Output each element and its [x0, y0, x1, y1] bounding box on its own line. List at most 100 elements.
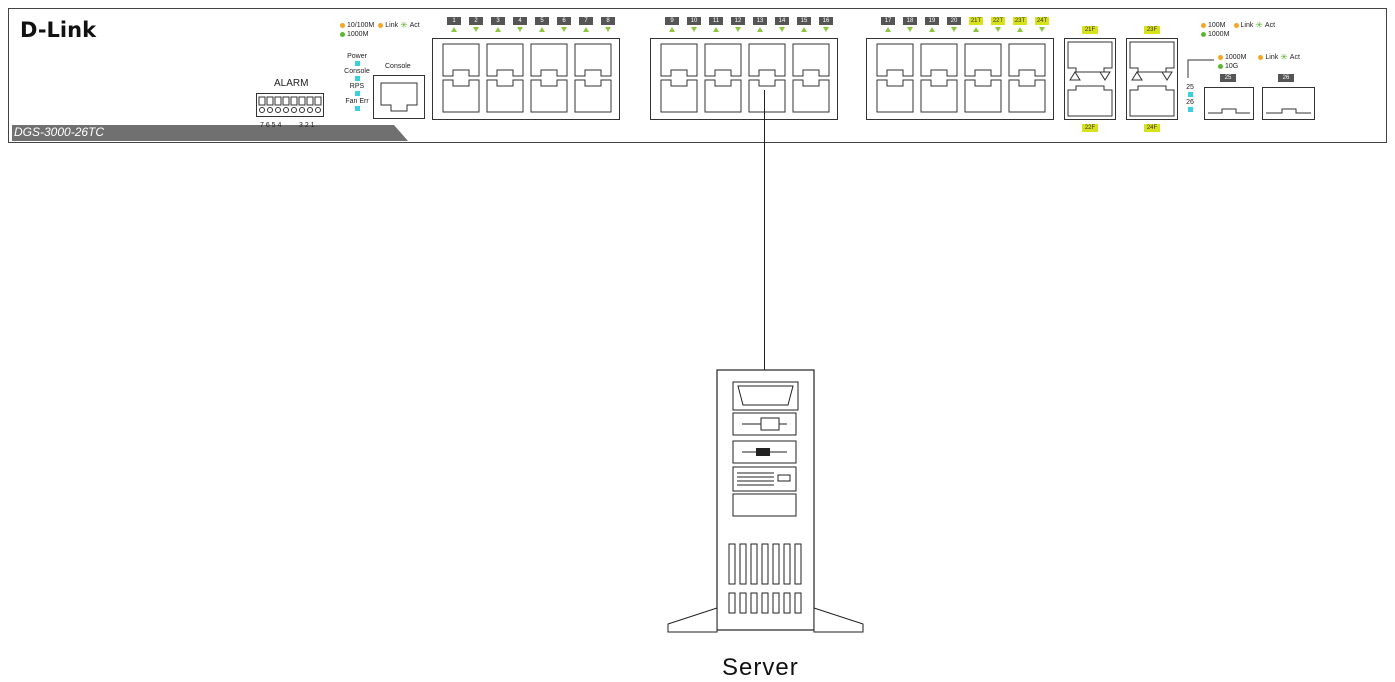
alarm-pin-top	[298, 96, 306, 106]
sfp-led-label-26: 26	[1186, 99, 1194, 106]
rj45-jack-outline	[792, 43, 830, 77]
alarm-pin-screw	[259, 107, 265, 113]
led-legend-combo: 100M Link ✳ Act 1000M	[1201, 20, 1275, 38]
rj45-port-10[interactable]	[660, 79, 698, 113]
power-led	[354, 61, 360, 66]
rj45-port-17[interactable]	[876, 43, 914, 77]
up-arrow-icon	[885, 27, 891, 32]
legend-speed-b: 1000M	[347, 31, 369, 38]
up-arrow-icon	[451, 27, 457, 32]
console-label: Console	[385, 63, 411, 70]
rj45-jack-outline	[442, 43, 480, 77]
down-arrow-icon	[779, 27, 785, 32]
alarm-pin-top	[258, 96, 266, 106]
port-tag-7: 7	[579, 17, 593, 25]
rj45-port-21t[interactable]	[964, 43, 1002, 77]
legend-combo-speed-a: 100M	[1208, 22, 1226, 29]
legend-sfp-link: Link	[1265, 54, 1279, 61]
rj45-port-7[interactable]	[574, 43, 612, 77]
rj45-jack-outline	[748, 43, 786, 77]
rj45-port-3[interactable]	[486, 43, 524, 77]
model-banner	[12, 125, 408, 141]
rj45-port-24t[interactable]	[1008, 79, 1046, 113]
server-vent-slot	[739, 592, 747, 614]
rj45-jack-outline	[530, 79, 568, 113]
alarm-pin-top	[274, 96, 282, 106]
rj45-port-19[interactable]	[920, 43, 958, 77]
server-vent-slot	[761, 592, 769, 614]
server-vent-slot	[772, 543, 780, 585]
server-label: Server	[722, 654, 799, 681]
combo-sfp-block-right	[1126, 38, 1178, 120]
rj45-port-4[interactable]	[486, 79, 524, 113]
rj45-port-12[interactable]	[704, 79, 742, 113]
orange-led-icon	[1258, 55, 1264, 60]
port-tag-22f: 22F	[1082, 124, 1098, 132]
green-led-icon	[340, 32, 345, 37]
orange-led-icon	[378, 23, 384, 28]
server-vent-slot	[772, 592, 780, 614]
rj45-port-8[interactable]	[574, 79, 612, 113]
server-vent-slot	[728, 592, 736, 614]
rj45-port-18[interactable]	[876, 79, 914, 113]
alarm-pin-screw	[299, 107, 305, 113]
model-name: DGS-3000-26TC	[14, 125, 105, 139]
down-arrow-icon	[907, 27, 913, 32]
rj45-port-2[interactable]	[442, 79, 480, 113]
up-arrow-icon	[713, 27, 719, 32]
rj45-port-1[interactable]	[442, 43, 480, 77]
port-tag-17: 17	[881, 17, 895, 25]
port-tag-23f: 23F	[1144, 26, 1160, 34]
rj45-port-14[interactable]	[748, 79, 786, 113]
system-led-column: Power Console RPS Fan Err	[343, 53, 371, 113]
rj45-port-16[interactable]	[792, 79, 830, 113]
port-tag-4: 4	[513, 17, 527, 25]
orange-led-icon	[1218, 55, 1223, 60]
legend-combo-link: Link	[1240, 22, 1254, 29]
sfp-bracket	[1187, 59, 1214, 78]
server-vent-slot	[728, 543, 736, 585]
rj45-port-22t[interactable]	[964, 79, 1002, 113]
network-cable	[764, 90, 765, 370]
rj45-port-13[interactable]	[748, 43, 786, 77]
rj45-jack-outline	[876, 79, 914, 113]
rj45-port-6[interactable]	[530, 79, 568, 113]
down-arrow-icon	[995, 27, 1001, 32]
down-arrow-icon	[823, 27, 829, 32]
rj45-port-15[interactable]	[792, 43, 830, 77]
rj45-jack-outline	[442, 79, 480, 113]
up-arrow-icon	[973, 27, 979, 32]
server-vent-slot	[750, 592, 758, 614]
port-tag-23t: 23T	[1013, 17, 1027, 25]
port-tag-6: 6	[557, 17, 571, 25]
rj45-jack-outline	[920, 79, 958, 113]
orange-led-icon	[1201, 23, 1206, 28]
rj45-jack-outline	[574, 43, 612, 77]
up-arrow-icon	[1017, 27, 1023, 32]
rj45-jack-outline	[1008, 43, 1046, 77]
port-tag-3: 3	[491, 17, 505, 25]
led-legend-sfp: 1000M Link ✳ Act 10G	[1218, 52, 1300, 70]
down-arrow-icon	[517, 27, 523, 32]
port-tag-22t: 22T	[991, 17, 1005, 25]
rps-led	[354, 91, 360, 96]
sfp-slots[interactable]	[1204, 87, 1316, 121]
rj45-jack-outline	[660, 43, 698, 77]
down-arrow-icon	[605, 27, 611, 32]
rj45-port-9[interactable]	[660, 43, 698, 77]
console-port[interactable]	[373, 75, 425, 119]
rj45-port-5[interactable]	[530, 43, 568, 77]
rj45-port-20[interactable]	[920, 79, 958, 113]
rj45-jack-outline	[486, 43, 524, 77]
port-tag-14: 14	[775, 17, 789, 25]
rj45-port-23t[interactable]	[1008, 43, 1046, 77]
port-tag-15: 15	[797, 17, 811, 25]
rj45-port-11[interactable]	[704, 43, 742, 77]
console-led-label: Console	[344, 68, 370, 75]
sfp-led-label-25: 25	[1186, 84, 1194, 91]
server-vent-slot	[783, 592, 791, 614]
alarm-pin-top	[282, 96, 290, 106]
server-vent-slot	[750, 543, 758, 585]
up-arrow-icon	[929, 27, 935, 32]
combo-sfp-slots[interactable]	[1064, 38, 1178, 120]
